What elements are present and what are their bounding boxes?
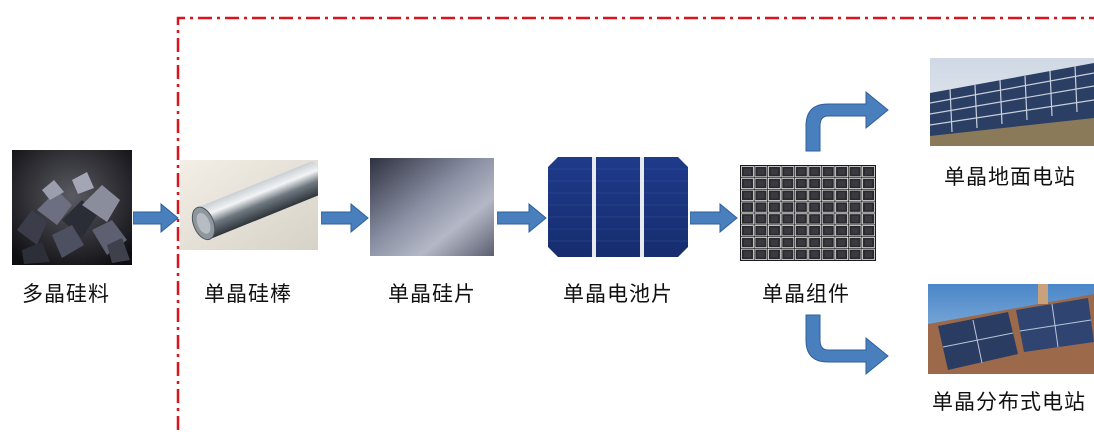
- silicon-ingot-image: [180, 160, 318, 250]
- bent-arrow-down-right-icon: [805, 314, 889, 376]
- rooftop-distributed-station-image: [928, 284, 1094, 374]
- ground-power-station-image: [930, 58, 1094, 146]
- step-label-cell: 单晶电池片: [563, 282, 673, 306]
- solar-cell-image: [548, 157, 688, 257]
- step-label-polysilicon: 多晶硅料: [22, 282, 110, 306]
- polysilicon-chunks-image: [12, 150, 132, 265]
- step-label-module: 单晶组件: [762, 282, 850, 306]
- step-label-ingot: 单晶硅棒: [204, 282, 292, 306]
- arrow-right-icon: [133, 203, 179, 233]
- arrow-right-icon: [497, 203, 547, 233]
- branch-label-ground-station: 单晶地面电站: [944, 165, 1076, 189]
- arrow-right-icon: [321, 203, 369, 233]
- solar-module-image: [740, 165, 876, 261]
- arrow-right-icon: [690, 203, 738, 233]
- branch-label-distributed-station: 单晶分布式电站: [932, 390, 1086, 414]
- silicon-wafer-image: [370, 158, 494, 256]
- bent-arrow-up-right-icon: [805, 90, 889, 152]
- step-label-wafer: 单晶硅片: [388, 282, 476, 306]
